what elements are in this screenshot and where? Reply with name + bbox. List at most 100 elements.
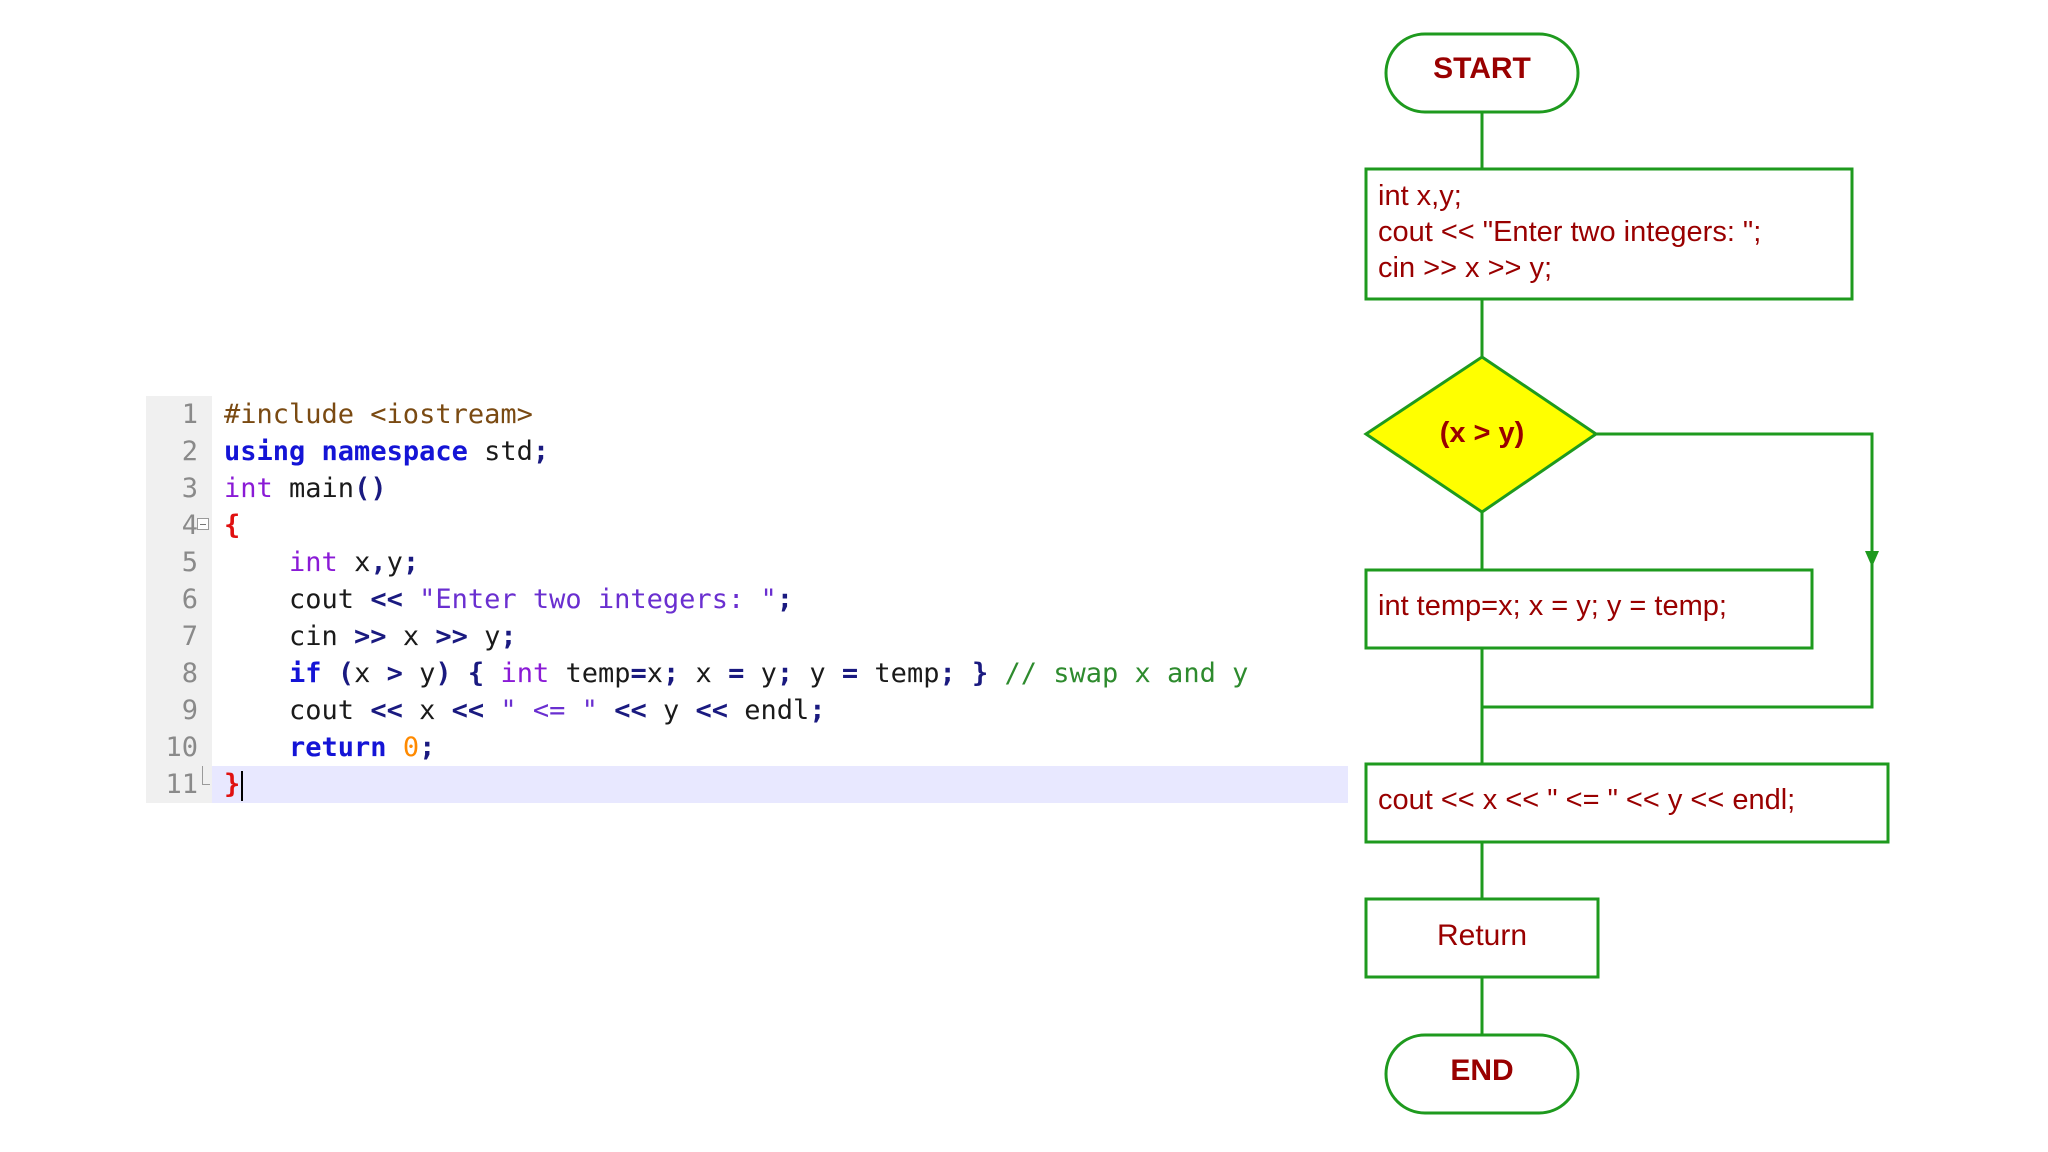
flowchart-connectors: [1480, 112, 1874, 1035]
code-line[interactable]: 5 int x,y;: [146, 544, 1348, 581]
code-line[interactable]: 8 if (x > y) { int temp=x; x = y; y = te…: [146, 655, 1348, 692]
code-token: ;: [939, 658, 956, 689]
start-node: [1384, 32, 1580, 114]
code-token: return: [289, 732, 387, 763]
code-token: >>: [354, 621, 387, 652]
code-token: =: [841, 658, 859, 689]
line-number: 11: [146, 766, 212, 803]
decision-label: (x > y): [1440, 417, 1525, 449]
code-token: main: [272, 473, 355, 504]
line-number: 10: [146, 729, 212, 766]
output-process-node: [1364, 762, 1890, 844]
code-text[interactable]: {: [212, 507, 1348, 544]
code-token: cin: [224, 621, 355, 652]
code-token: =: [728, 658, 745, 689]
code-token: temp: [549, 658, 631, 689]
code-line[interactable]: 9 cout << x << " <= " << y << endl;: [146, 692, 1348, 729]
code-token: ;: [500, 621, 517, 652]
swap-process-node: [1364, 568, 1814, 650]
code-text[interactable]: }: [212, 766, 1348, 803]
code-token: // swap x and y: [988, 658, 1249, 689]
code-line[interactable]: 4{: [146, 507, 1348, 544]
code-token: ;: [532, 436, 550, 467]
code-line[interactable]: 7 cin >> x >> y;: [146, 618, 1348, 655]
code-token: (): [354, 473, 387, 504]
connector-decision-false-branch: [1482, 432, 1874, 709]
swap-label: int temp=x; x = y; y = temp;: [1378, 590, 1727, 622]
code-token: ): [435, 658, 452, 689]
output-label: cout << x << " <= " << y << endl;: [1378, 784, 1795, 816]
code-token: ;: [776, 658, 794, 689]
code-token: >: [386, 658, 403, 689]
fold-end-marker-icon: [202, 766, 210, 785]
code-token: x: [337, 547, 371, 578]
code-token: cout: [224, 584, 371, 615]
code-token: temp: [858, 658, 940, 689]
code-token: " <= ": [500, 695, 598, 726]
init-line-2: cout << "Enter two integers: ";: [1378, 216, 1761, 248]
code-token: y: [793, 658, 842, 689]
fold-collapse-icon[interactable]: [197, 518, 209, 530]
code-token: y: [744, 658, 777, 689]
code-token: {: [467, 658, 485, 689]
code-token: <<: [370, 584, 403, 615]
code-token: x: [402, 695, 452, 726]
line-number: 8: [146, 655, 212, 692]
code-token: endl: [728, 695, 810, 726]
code-text[interactable]: #include <iostream>: [212, 396, 1348, 433]
line-number: 6: [146, 581, 212, 618]
code-token: ;: [809, 695, 826, 726]
code-token: <<: [695, 695, 729, 726]
code-token: x: [679, 658, 729, 689]
code-token: ,: [370, 547, 387, 578]
text-cursor: [241, 770, 244, 801]
code-token: std: [467, 436, 533, 467]
code-token: y: [402, 658, 436, 689]
init-process-node: [1364, 167, 1854, 301]
code-line[interactable]: 6 cout << "Enter two integers: ";: [146, 581, 1348, 618]
code-text[interactable]: int main(): [212, 470, 1348, 507]
code-token: using: [224, 436, 306, 467]
code-line[interactable]: 1#include <iostream>: [146, 396, 1348, 433]
code-token: if: [289, 658, 322, 689]
decision-node: [1363, 355, 1599, 514]
code-text[interactable]: cout << "Enter two integers: ";: [212, 581, 1348, 618]
code-token: ;: [402, 547, 420, 578]
code-token: int: [500, 658, 550, 689]
code-token: x: [354, 658, 387, 689]
code-token: }: [971, 658, 989, 689]
code-token: 0: [402, 732, 420, 763]
code-line[interactable]: 11}: [146, 766, 1348, 803]
code-text[interactable]: return 0;: [212, 729, 1348, 766]
code-token: y: [386, 547, 403, 578]
code-token: {: [224, 510, 241, 541]
end-node: [1384, 1033, 1580, 1115]
arrow-head-down-icon: [1865, 551, 1879, 567]
line-number: 7: [146, 618, 212, 655]
line-number: 5: [146, 544, 212, 581]
code-text[interactable]: using namespace std;: [212, 433, 1348, 470]
end-label: END: [1450, 1054, 1513, 1087]
code-token: <<: [451, 695, 485, 726]
code-token: y: [646, 695, 696, 726]
code-token: int: [289, 547, 338, 578]
line-number: 9: [146, 692, 212, 729]
code-line[interactable]: 10 return 0;: [146, 729, 1348, 766]
code-text[interactable]: cout << x << " <= " << y << endl;: [212, 692, 1348, 729]
code-text[interactable]: int x,y;: [212, 544, 1348, 581]
code-token: int: [224, 473, 273, 504]
code-token: }: [224, 769, 241, 800]
code-token: =: [630, 658, 647, 689]
init-line-1: int x,y;: [1378, 180, 1462, 212]
code-text[interactable]: cin >> x >> y;: [212, 618, 1348, 655]
code-token: ;: [419, 732, 436, 763]
code-text[interactable]: if (x > y) { int temp=x; x = y; y = temp…: [212, 655, 1348, 692]
code-token: cout: [224, 695, 371, 726]
line-number: 3: [146, 470, 212, 507]
line-number: 1: [146, 396, 212, 433]
code-token: <<: [370, 695, 403, 726]
